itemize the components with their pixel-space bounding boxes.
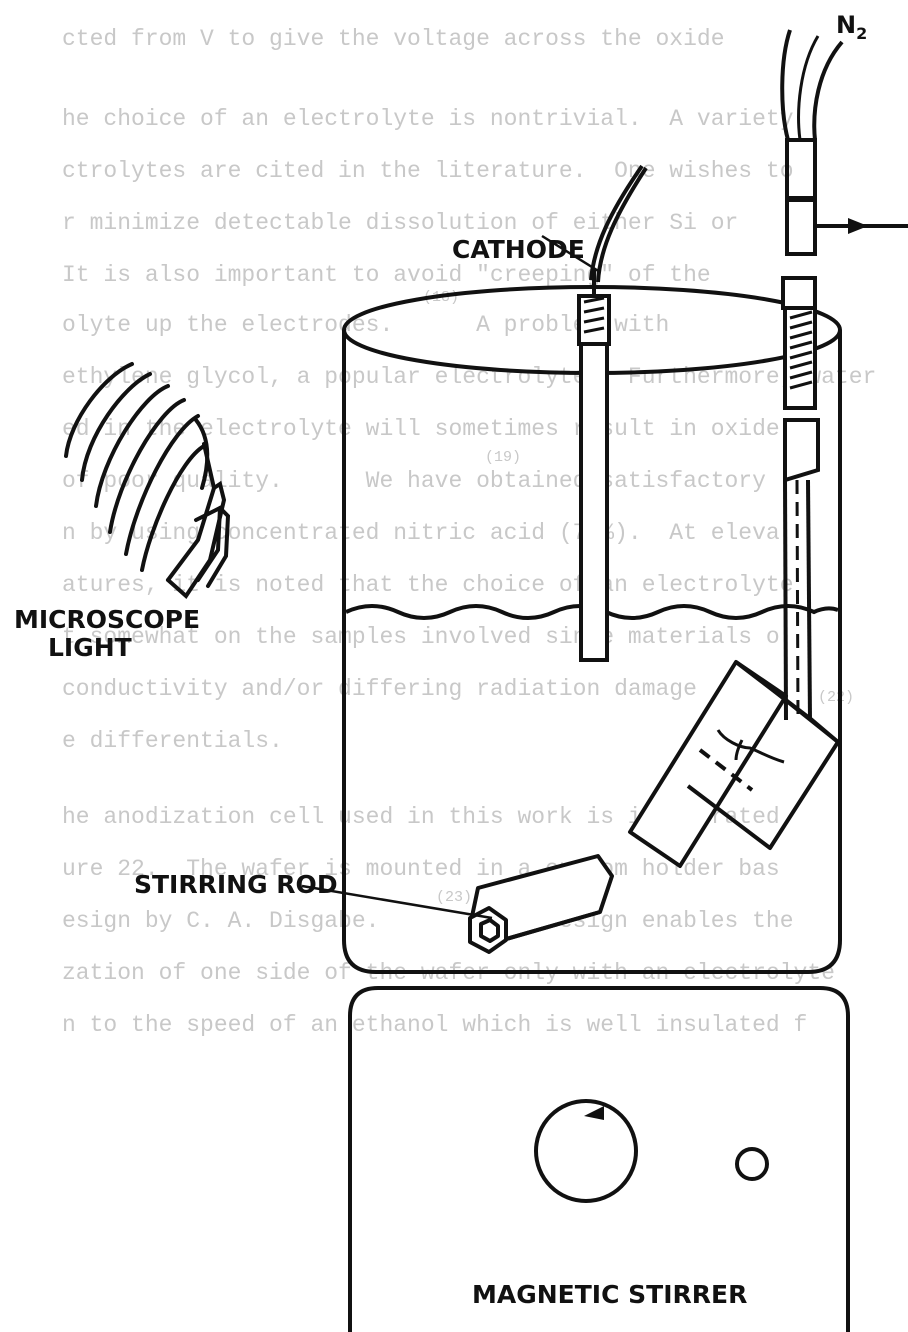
microscope-light-label-line1: MICROSCOPE: [14, 605, 200, 634]
text-line: e differentials.: [62, 728, 283, 754]
stirrer-speed-knob[interactable]: [534, 1099, 638, 1203]
reference-mark: (19): [485, 449, 522, 466]
stirrer-power-button[interactable]: [735, 1147, 769, 1181]
text-line: n to the speed of an ethanol which is we…: [62, 1012, 808, 1038]
reference-mark: (22): [818, 689, 855, 706]
gas-flow-arrow-icon: [848, 218, 868, 234]
wafer-holder: [628, 660, 840, 868]
cathode-electrode: [577, 164, 648, 662]
stirring-rod-label: STIRRING ROD: [134, 870, 338, 899]
stirring-rod-pointer-line: [301, 884, 493, 920]
text-line: conductivity and/or differing radiation …: [62, 676, 697, 702]
knob-pointer-icon: [584, 1106, 604, 1120]
text-line: r minimize detectable dissolution of eit…: [62, 210, 739, 236]
magnetic-stirrer-label: MAGNETIC STIRRER: [472, 1280, 747, 1309]
cathode-pointer-line: [541, 234, 601, 274]
magnetic-stirrer: [348, 986, 850, 1332]
microscope-light: [64, 362, 231, 600]
text-line: It is also important to avoid "creeping"…: [62, 262, 711, 288]
gas-label: N2: [836, 11, 867, 43]
stirring-rod: [468, 854, 614, 954]
text-line: ctrolytes are cited in the literature. O…: [62, 158, 794, 184]
text-line: of poor quality. We have obtained satisf…: [62, 468, 766, 494]
text-line: cted from V to give the voltage across t…: [62, 26, 725, 52]
text-line: atures, it is noted that the choice of a…: [62, 572, 794, 598]
anode-holder: [780, 29, 908, 721]
cathode-label: CATHODE: [452, 235, 585, 264]
reference-mark: (23): [436, 889, 473, 906]
text-line: n by using concentrated nitric acid (70%…: [62, 520, 780, 546]
text-line: he choice of an electrolyte is nontrivia…: [62, 106, 794, 132]
microscope-light-label-line2: LIGHT: [48, 633, 132, 662]
